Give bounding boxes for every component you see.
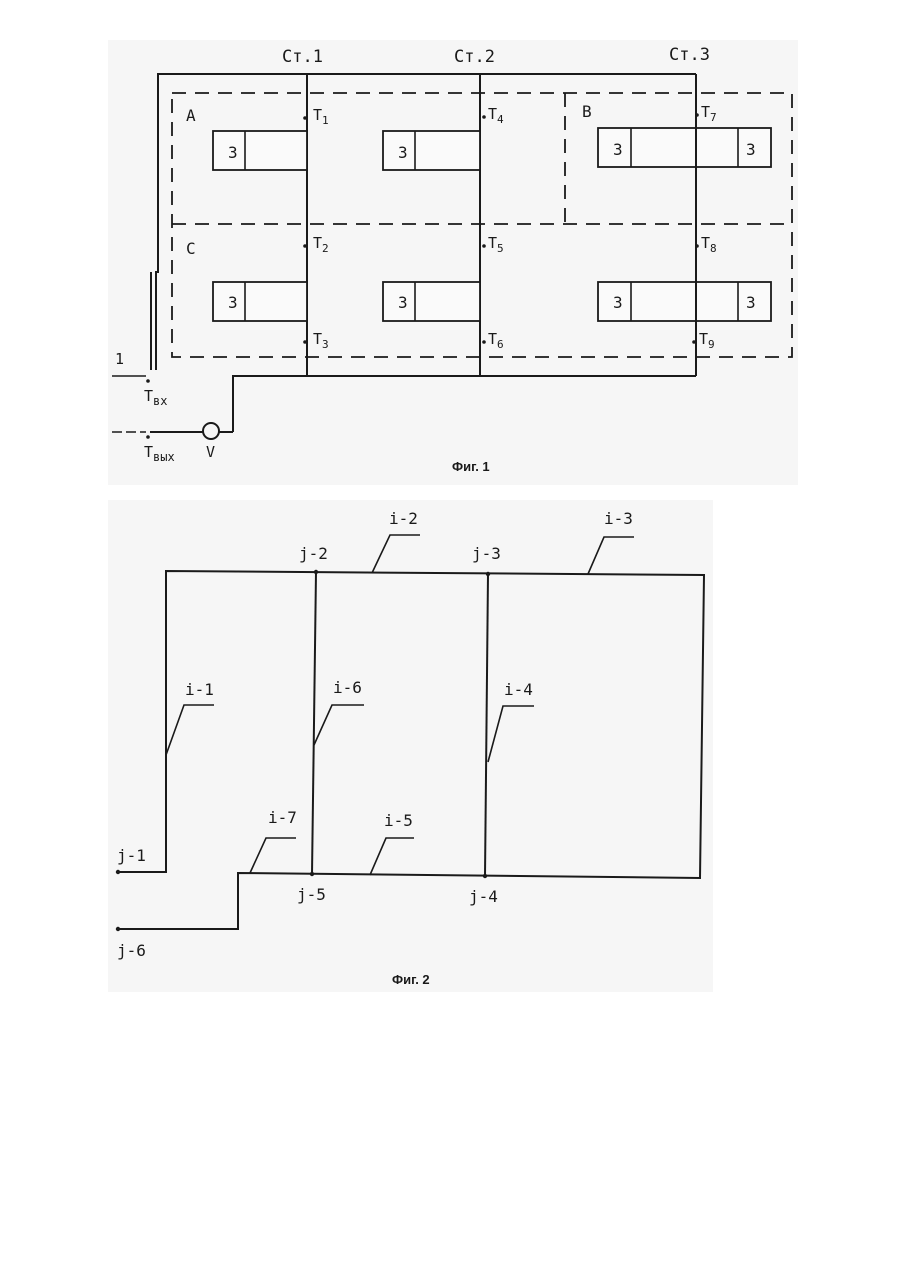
consumer-label: 3 (228, 143, 238, 162)
node-t8: T8 (695, 234, 716, 255)
figure-2: i-1 i-2 i-3 i-4 i-5 i-6 i-7 j-1 j-2 j-3 … (116, 509, 704, 987)
junction-label-j4: j-4 (469, 887, 498, 906)
leader-i2 (372, 535, 420, 573)
consumer-label: 3 (228, 293, 238, 312)
node-t6: T6 (482, 330, 503, 351)
svg-text:Tвых: Tвых (144, 443, 175, 464)
branch-label-i6: i-6 (333, 678, 362, 697)
junction-dot (116, 927, 120, 931)
svg-text:T4: T4 (488, 105, 504, 126)
consumer-unit: 3 (383, 131, 480, 170)
consumer-unit: 3 (383, 282, 480, 321)
inlet-node: Tвх (144, 379, 167, 408)
leader-i6 (314, 705, 364, 745)
zone-label-c: C (186, 239, 196, 258)
consumer-label: 3 (746, 140, 756, 159)
pump-icon: V (203, 423, 233, 461)
svg-text:T3: T3 (313, 330, 329, 351)
junction-label-j5: j-5 (297, 885, 326, 904)
junction-label-j2: j-2 (299, 544, 328, 563)
svg-text:T5: T5 (488, 234, 504, 255)
junction-label-j3: j-3 (472, 544, 501, 563)
return-main-pipe (233, 376, 696, 432)
svg-text:T8: T8 (701, 234, 717, 255)
zone-label-a: A (186, 106, 196, 125)
supply-main-pipe (151, 74, 696, 370)
branch-line-i4 (485, 574, 488, 876)
node-t5: T5 (482, 234, 503, 255)
consumer-unit-double: 3 3 (598, 282, 771, 321)
station-label-1: Ст.1 (282, 47, 323, 67)
leader-i7 (250, 838, 296, 873)
figure-1: Ст.1 Ст.2 Ст.3 A B C 3 3 (112, 45, 792, 474)
consumer-label: 3 (398, 293, 408, 312)
junction-dot (486, 572, 490, 576)
pipe-number: 1 (112, 350, 146, 376)
leader-i5 (370, 838, 414, 875)
consumer-unit: 3 (213, 131, 307, 170)
consumer-unit-double: 3 3 (598, 128, 771, 167)
leader-i1 (166, 705, 214, 755)
junction-dot (314, 570, 318, 574)
consumer-label: 3 (613, 293, 623, 312)
consumer-label: 3 (746, 293, 756, 312)
figure-2-caption: Фиг. 2 (392, 972, 430, 987)
branch-label-i7: i-7 (268, 808, 297, 827)
pump-label: V (206, 443, 215, 461)
station-label-3: Ст.3 (669, 45, 710, 65)
svg-text:T9: T9 (699, 330, 715, 351)
branch-label-i1: i-1 (185, 680, 214, 699)
station-label-2: Ст.2 (454, 47, 495, 67)
consumer-unit: 3 (213, 282, 307, 321)
svg-text:T1: T1 (313, 106, 329, 127)
node-t4: T4 (482, 105, 504, 126)
leader-i4 (488, 706, 534, 762)
branch-label-i4: i-4 (504, 680, 533, 699)
figure-1-caption: Фиг. 1 (452, 459, 490, 474)
branch-label-i5: i-5 (384, 811, 413, 830)
network-outline (118, 571, 704, 929)
svg-text:T7: T7 (701, 103, 717, 124)
branch-label-i2: i-2 (389, 509, 418, 528)
outlet-node: Tвых (112, 432, 203, 464)
branch-line-i6 (312, 572, 316, 874)
zone-label-b: B (582, 102, 592, 121)
junction-label-j1: j-1 (117, 846, 146, 865)
junction-label-j6: j-6 (117, 941, 146, 960)
consumer-label: 3 (398, 143, 408, 162)
consumer-label: 3 (613, 140, 623, 159)
junction-dot (483, 874, 487, 878)
svg-text:T6: T6 (488, 330, 504, 351)
svg-text:Tвх: Tвх (144, 387, 167, 408)
leader-i3 (588, 537, 634, 574)
svg-text:1: 1 (115, 350, 124, 368)
svg-text:T2: T2 (313, 234, 329, 255)
junction-dot (116, 870, 120, 874)
branch-label-i3: i-3 (604, 509, 633, 528)
node-t7: T7 (695, 103, 716, 124)
junction-dot (310, 872, 314, 876)
